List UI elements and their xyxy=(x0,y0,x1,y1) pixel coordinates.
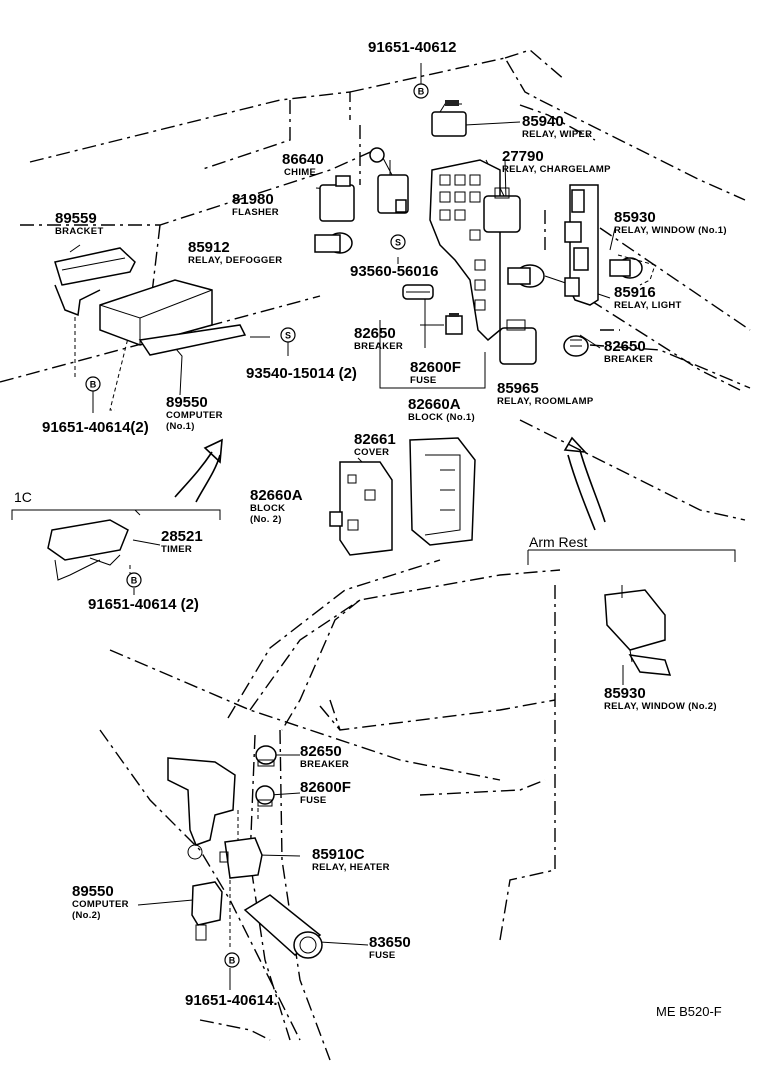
label-89550-2-name: COMPUTER xyxy=(72,899,129,910)
diagram-code: ME B520-F xyxy=(656,1004,722,1019)
label-83650: 83650 xyxy=(369,934,411,951)
label-82650-lower-name: BREAKER xyxy=(300,759,349,770)
label-82660a-2-name: BLOCK xyxy=(250,503,285,514)
part-window-relay-2 xyxy=(604,585,672,676)
part-computer-1 xyxy=(99,279,247,356)
section-arm-rest: Arm Rest xyxy=(529,534,587,550)
label-27790-name: RELAY, CHARGELAMP xyxy=(502,164,611,175)
screw-symbol: S xyxy=(395,238,401,248)
part-chime xyxy=(369,147,409,214)
label-82650-lower: 82650 xyxy=(300,743,342,760)
label-85940-name: RELAY, WIPER xyxy=(522,129,592,140)
label-27790: 27790 xyxy=(502,148,544,165)
label-85930-1-name: RELAY, WINDOW (No.1) xyxy=(614,225,727,236)
part-relay-bracket xyxy=(564,184,599,306)
label-82600f-lower-name: FUSE xyxy=(300,795,327,806)
label-86640: 86640 xyxy=(282,151,324,168)
part-roomlamp-relay xyxy=(499,319,537,365)
label-82660a-2-sub: (No. 2) xyxy=(250,514,282,525)
part-breaker-upper xyxy=(402,284,434,300)
label-91651-40614: 91651-40614. xyxy=(185,992,278,1009)
label-28521-name: TIMER xyxy=(161,544,192,555)
label-86640-name: CHIME xyxy=(284,167,316,178)
label-89550-2: 89550 xyxy=(72,883,114,900)
label-93540-15014: 93540-15014 (2) xyxy=(246,365,357,382)
label-82650-right: 82650 xyxy=(604,338,646,355)
label-93560-56016: 93560-56016 xyxy=(350,263,438,280)
label-89559: 89559 xyxy=(55,210,97,227)
label-82600f-upper: 82600F xyxy=(410,359,461,376)
part-cover xyxy=(409,437,476,546)
label-85965-name: RELAY, ROOMLAMP xyxy=(497,396,594,407)
screw-symbol: S xyxy=(285,331,291,341)
part-kick-bracket xyxy=(167,757,236,860)
part-bracket xyxy=(54,247,136,317)
label-82661-name: COVER xyxy=(354,447,389,458)
part-wiper-relay xyxy=(431,100,467,137)
label-83650-name: FUSE xyxy=(369,950,396,961)
part-fuse-lower xyxy=(255,785,275,807)
part-light-relay xyxy=(507,264,545,288)
direction-arrows xyxy=(174,436,606,531)
label-82660a-1: 82660A xyxy=(408,396,461,413)
part-breaker-lower xyxy=(255,745,277,767)
label-85912: 85912 xyxy=(188,239,230,256)
part-heater-relay xyxy=(219,837,263,879)
label-82600f-upper-name: FUSE xyxy=(410,375,437,386)
label-91651-40614-2b: 91651-40614 (2) xyxy=(88,596,199,613)
bolt-symbol: B xyxy=(229,956,236,966)
part-block-2 xyxy=(329,461,393,556)
part-fuse-83650 xyxy=(243,894,323,959)
fastener-symbols: B S S B B B xyxy=(85,83,429,968)
label-85965: 85965 xyxy=(497,380,539,397)
label-85940: 85940 xyxy=(522,113,564,130)
label-85912-name: RELAY, DEFOGGER xyxy=(188,255,282,266)
label-85930-1: 85930 xyxy=(614,209,656,226)
label-91651-40614-2a: 91651-40614(2) xyxy=(42,419,149,436)
label-82660a-2: 82660A xyxy=(250,487,303,504)
label-82650-upper: 82650 xyxy=(354,325,396,342)
section-1c: 1C xyxy=(14,489,32,505)
label-82660a-1-name: BLOCK (No.1) xyxy=(408,412,475,423)
label-82650-right-name: BREAKER xyxy=(604,354,653,365)
label-89559-name: BRACKET xyxy=(55,226,104,237)
part-fuse-upper xyxy=(445,313,463,335)
bolt-symbol: B xyxy=(131,576,138,586)
label-85910c-name: RELAY, HEATER xyxy=(312,862,390,873)
label-82650-upper-name: BREAKER xyxy=(354,341,403,352)
part-computer-2 xyxy=(191,881,223,941)
label-28521: 28521 xyxy=(161,528,203,545)
label-85916: 85916 xyxy=(614,284,656,301)
label-85916-name: RELAY, LIGHT xyxy=(614,300,682,311)
part-breaker-right xyxy=(563,335,589,357)
label-82600f-lower: 82600F xyxy=(300,779,351,796)
part-chargelamp-relay xyxy=(483,187,521,233)
part-defogger-relay xyxy=(314,232,353,254)
bolt-symbol: B xyxy=(418,87,425,97)
label-81980: 81980 xyxy=(232,191,274,208)
label-89550-2-sub: (No.2) xyxy=(72,910,101,921)
label-89550-1-sub: (No.1) xyxy=(166,421,195,432)
label-89550-1: 89550 xyxy=(166,394,208,411)
label-85930-2: 85930 xyxy=(604,685,646,702)
part-timer xyxy=(47,519,129,581)
label-89550-1-name: COMPUTER xyxy=(166,410,223,421)
part-window-relay-1 xyxy=(609,254,656,286)
label-91651-40612: 91651-40612 xyxy=(368,39,456,56)
part-labels: 91651-40612 85940 RELAY, WIPER 86640 CHI… xyxy=(14,39,727,1019)
label-85930-2-name: RELAY, WINDOW (No.2) xyxy=(604,701,717,712)
label-81980-name: FLASHER xyxy=(232,207,279,218)
part-flasher xyxy=(319,175,355,222)
label-85910c: 85910C xyxy=(312,846,365,863)
label-82661: 82661 xyxy=(354,431,396,448)
part-junction-block-1 xyxy=(429,159,501,342)
bolt-symbol: B xyxy=(90,380,97,390)
